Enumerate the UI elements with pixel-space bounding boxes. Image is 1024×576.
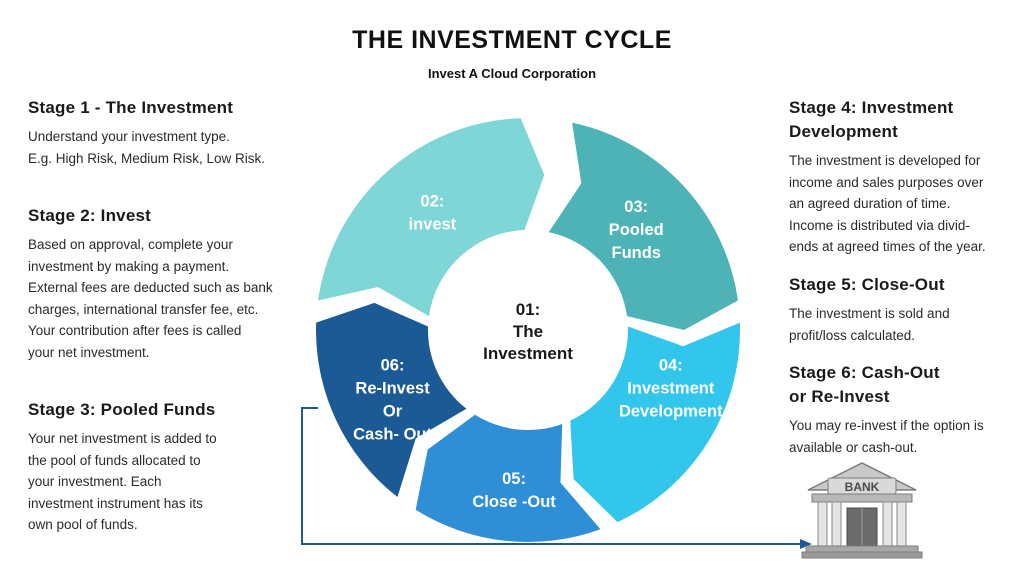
cycle-segments [316,118,740,542]
stage-6-heading: Stage 6: Cash-Out or Re-Invest [789,363,940,406]
segment-4-label-line-3: Development [619,403,723,421]
stage-3-text: Your net investment is added to the pool… [28,431,217,532]
cycle-segment-6 [316,302,467,498]
stage-1-block: Stage 1 - The Investment Understand your… [28,96,328,169]
segment-3-label-line-3: Funds [611,244,661,262]
stage-6-text: You may re-invest if the option is avail… [789,418,984,455]
segment-6-label-line-4: Cash- Out [353,426,432,444]
segment-4-label-line-2: Investment [627,380,715,398]
cycle-segment-4 [570,322,740,523]
stage-6-block: Stage 6: Cash-Out or Re-Invest You may r… [789,361,1019,458]
stage-2-block: Stage 2: Invest Based on approval, compl… [28,204,328,363]
segment-5-label-line-1: 05: [502,470,526,488]
stage-1-heading: Stage 1 - The Investment [28,98,234,117]
cycle-segment-2 [318,118,545,317]
segment-6-label-line-1: 06: [381,357,405,375]
cycle-center-circle [434,236,622,424]
bank-icon: BANK [801,462,923,559]
page-subtitle: Invest A Cloud Corporation [427,66,597,81]
cycle-segment-3 [548,122,738,330]
center-label-line-2: The [513,322,543,341]
stage-5-heading: Stage 5: Close-Out [789,275,945,294]
connector-arrowhead [800,539,812,549]
stage-4-text: The investment is developed for income a… [789,153,986,254]
segment-3-label-line-1: 03: [624,198,648,216]
stage-2-heading: Stage 2: Invest [28,206,151,225]
cycle-segment-5 [415,414,601,542]
stage-5-text: The investment is sold and profit/loss c… [789,306,950,343]
segment-6-label-line-2: Re-Invest [355,380,430,398]
segment-4-label-line-1: 04: [659,357,683,375]
center-label-line-1: 01: [516,300,541,319]
segment-3-label-line-2: Pooled [609,221,664,239]
bank-sign: BANK [845,480,880,494]
segment-5-label-line-2: Close -Out [472,493,556,511]
segment-6-label-line-3: Or [383,403,403,421]
segment-2-label-line-1: 02: [420,192,444,210]
segment-2-label-line-2: invest [408,215,456,233]
connector-arrow [301,407,800,545]
center-label-line-3: Investment [483,344,573,363]
stage-3-heading: Stage 3: Pooled Funds [28,400,216,419]
stage-3-block: Stage 3: Pooled Funds Your net investmen… [28,398,288,536]
stage-4-heading: Stage 4: Investment Development [789,98,954,141]
stage-2-text: Based on approval, complete your investm… [28,237,273,360]
stage-1-text: Understand your investment type. E.g. Hi… [28,129,266,166]
page-title: THE INVESTMENT CYCLE [352,26,672,54]
stage-5-block: Stage 5: Close-Out The investment is sol… [789,273,1019,346]
stage-4-block: Stage 4: Investment Development The inve… [789,96,1019,258]
